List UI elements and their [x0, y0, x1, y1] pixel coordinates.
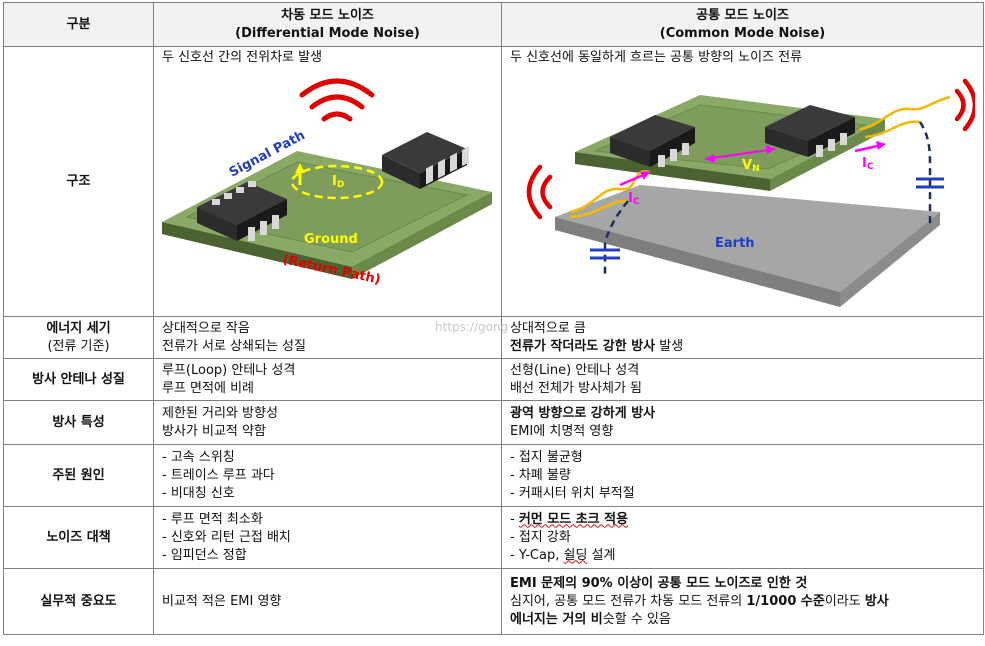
label-energy: 에너지 세기 (전류 기준) — [3, 316, 154, 359]
header-common: 공통 모드 노이즈 (Common Mode Noise) — [501, 2, 984, 47]
label-structure: 구조 — [3, 46, 154, 317]
cm-ic-label-left: I — [628, 191, 633, 206]
dm-diagram: ID Signal Path Ground (Return Path) — [162, 67, 493, 312]
row-cause: 주된 원인 - 고속 스위칭 - 트레이스 루프 과다 - 비대칭 신호 - 접… — [3, 444, 984, 507]
dm-id-label: I — [332, 174, 337, 189]
cm-parasitic-left — [603, 200, 629, 277]
cell-radiation-cm: 광역 방향으로 강하게 방사 EMI에 치명적 영향 — [501, 400, 984, 445]
cell-importance-cm: EMI 문제의 90% 이상이 공통 모드 노이즈로 인한 것 심지어, 공통 … — [501, 568, 984, 635]
cm-diagram: Earth — [510, 67, 975, 312]
dm-chip-left — [197, 181, 287, 241]
label-antenna: 방사 안테나 성질 — [3, 358, 154, 401]
label-cause: 주된 원인 — [3, 444, 154, 507]
dm-current-loop — [290, 164, 384, 200]
cell-countermeasure-cm: - 커먼 모드 초크 적용 - 접지 강화 - Y-Cap, 쉴딩 설계 — [501, 506, 984, 569]
cm-chip-left — [610, 115, 695, 167]
cm-earth-plane — [555, 185, 940, 292]
cell-radiation-dm: 제한된 거리와 방향성 방사가 비교적 약함 — [153, 400, 502, 445]
cell-cause-cm: - 접지 불균형 - 차폐 불량 - 커패시터 위치 부적절 — [501, 444, 984, 507]
dm-radiation-icon — [299, 78, 375, 122]
cm-wire-right — [859, 95, 951, 131]
svg-text:IC: IC — [628, 191, 640, 207]
label-countermeasure: 노이즈 대책 — [3, 506, 154, 569]
cm-earth-label: Earth — [715, 236, 755, 251]
row-importance: 실무적 중요도 비교적 적은 EMI 영향 EMI 문제의 90% 이상이 공통… — [3, 568, 984, 635]
dm-ground-label: Ground — [304, 232, 358, 247]
cm-radiation-right-icon — [954, 78, 975, 132]
cm-vn-label: V — [742, 158, 752, 173]
cm-vn-arrow — [704, 148, 776, 160]
row-structure: 구조 두 신호선 간의 전위차로 발생 — [3, 46, 984, 317]
cm-ic-label-right: I — [862, 156, 867, 171]
header-differential: 차동 모드 노이즈 (Differential Mode Noise) — [153, 2, 502, 47]
dm-structure-text: 두 신호선 간의 전위차로 발생 — [162, 50, 323, 65]
row-countermeasure: 노이즈 대책 - 루프 면적 최소화 - 신호와 리턴 근접 배치 - 임피던스… — [3, 506, 984, 569]
svg-text:IC: IC — [862, 156, 874, 172]
svg-text:VN: VN — [742, 158, 760, 174]
cell-antenna-cm: 선형(Line) 안테나 성격 배선 전체가 방사체가 됨 — [501, 358, 984, 401]
row-radiation: 방사 특성 제한된 거리와 방향성 방사가 비교적 약함 광역 방향으로 강하게… — [3, 400, 984, 445]
cell-structure-cm: 두 신호선에 동일하게 흐르는 공통 방향의 노이즈 전류 Earth — [501, 46, 984, 317]
label-radiation: 방사 특성 — [3, 400, 154, 445]
row-energy: 에너지 세기 (전류 기준) 상대적으로 작음 전류가 서로 상쇄되는 성질 상… — [3, 316, 984, 359]
cm-wire-left — [569, 170, 651, 214]
cell-importance-dm: 비교적 적은 EMI 영향 — [153, 568, 502, 635]
header-category: 구분 — [3, 2, 154, 47]
row-antenna: 방사 안테나 성질 루프(Loop) 안테나 성격 루프 면적에 비례 선형(L… — [3, 358, 984, 401]
cm-structure-text: 두 신호선에 동일하게 흐르는 공통 방향의 노이즈 전류 — [510, 50, 803, 65]
cm-chip-right — [765, 105, 855, 157]
cell-energy-cm: 상대적으로 큼 전류가 작더라도 강한 방사 발생 — [501, 316, 984, 359]
cell-energy-dm: 상대적으로 작음 전류가 서로 상쇄되는 성질 — [153, 316, 502, 359]
header-row: 구분 차동 모드 노이즈 (Differential Mode Noise) 공… — [3, 2, 984, 47]
cm-parasitic-right — [918, 121, 932, 227]
cm-radiation-left-icon — [526, 164, 553, 220]
cell-structure-dm: 두 신호선 간의 전위차로 발생 — [153, 46, 502, 317]
cell-countermeasure-dm: - 루프 면적 최소화 - 신호와 리턴 근접 배치 - 임피던스 정합 — [153, 506, 502, 569]
comparison-table: 구분 차동 모드 노이즈 (Differential Mode Noise) 공… — [3, 2, 984, 635]
cell-antenna-dm: 루프(Loop) 안테나 성격 루프 면적에 비례 — [153, 358, 502, 401]
label-importance: 실무적 중요도 — [3, 568, 154, 635]
svg-text:ID: ID — [332, 174, 344, 190]
cell-cause-dm: - 고속 스위칭 - 트레이스 루프 과다 - 비대칭 신호 — [153, 444, 502, 507]
dm-chip-right — [382, 132, 469, 189]
watermark: https://gong — [435, 320, 509, 334]
